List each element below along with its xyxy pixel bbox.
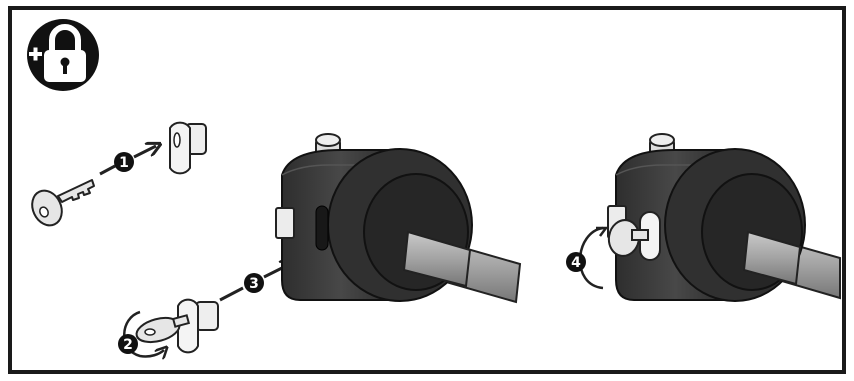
rotate-arrow-head-4: [596, 228, 606, 236]
step-number-4: 4: [571, 255, 581, 271]
lock-assembly-right: [606, 134, 840, 301]
step-badge-3: 3: [244, 273, 264, 293]
arrow-step-1a: [100, 166, 115, 174]
arrow-step-3a: [220, 288, 243, 300]
step-badge-1: 1: [114, 152, 134, 172]
key-icon: [27, 180, 94, 230]
step-badge-2: 2: [118, 334, 138, 354]
lock-cylinder-icon: [170, 123, 206, 174]
add-padlock-icon: [27, 19, 99, 91]
step-badge-4: 4: [566, 252, 586, 272]
cylinder-with-key-icon: [134, 300, 218, 353]
lock-assembly-middle: [276, 134, 520, 302]
step-number-2: 2: [123, 337, 133, 353]
arrow-step-1b: [134, 146, 156, 157]
step-number-3: 3: [249, 276, 259, 292]
step-number-1: 1: [119, 155, 129, 171]
